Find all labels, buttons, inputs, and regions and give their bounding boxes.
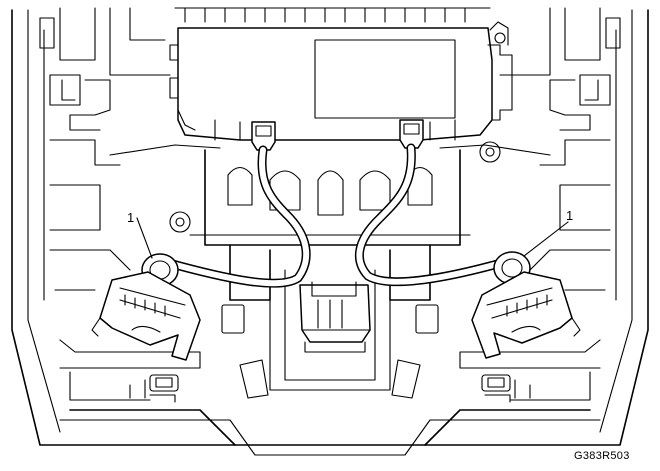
callout-right: 1 — [523, 208, 573, 257]
figure-id: G383R503 — [574, 450, 630, 462]
callout-left: 1 — [127, 210, 153, 259]
floor-tunnel — [59, 144, 601, 456]
left-side-detail — [49, 74, 201, 403]
callout-right-label: 1 — [566, 208, 573, 223]
right-side-detail — [459, 74, 611, 403]
mounting-bolts — [169, 141, 501, 233]
center-connector — [299, 281, 371, 353]
module-connectors — [251, 119, 424, 151]
right-connector — [471, 251, 581, 359]
callout-left-label: 1 — [127, 210, 134, 225]
left-connector — [91, 253, 201, 361]
wiring-harness — [160, 143, 510, 288]
console-frame — [11, 7, 649, 446]
control-module — [169, 21, 513, 141]
